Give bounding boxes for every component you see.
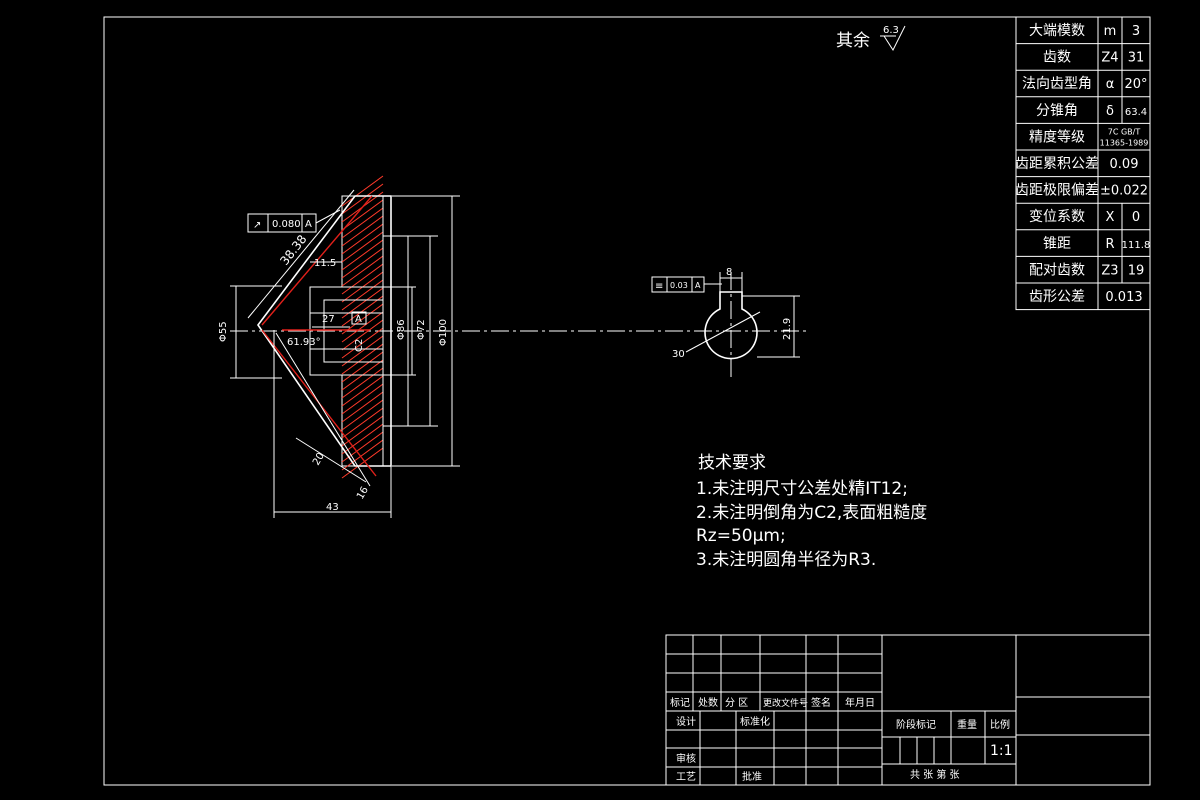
param-value: 31 bbox=[1128, 51, 1145, 66]
param-name: 齿距极限偏差 bbox=[1015, 183, 1099, 199]
scale-value: 1:1 bbox=[990, 743, 1013, 759]
param-row: 齿数 Z4 31 bbox=[1043, 43, 1145, 71]
dim-21-9: 21.9 bbox=[782, 318, 793, 340]
dim-phi100: Φ100 bbox=[438, 319, 449, 346]
param-name: 法向齿型角 bbox=[1022, 76, 1092, 92]
symmetry-icon: ≡ bbox=[655, 281, 663, 292]
param-row: 齿距极限偏差±0.022 bbox=[1015, 176, 1148, 204]
param-symbol: m bbox=[1104, 24, 1117, 39]
tb-header-sign: 签名 bbox=[811, 696, 831, 709]
dim-phi86: Φ86 bbox=[396, 319, 407, 340]
param-value: 0 bbox=[1132, 210, 1140, 225]
param-value: 20° bbox=[1124, 77, 1147, 92]
tech-req-line-2: 2.未注明倒角为C2,表面粗糙度 bbox=[696, 503, 927, 523]
dimensions-left: ↗ 0.080 A 38.38 11.5 27 Φ55 61.93° A C2 … bbox=[218, 195, 460, 518]
tb-header-mark: 标记 bbox=[670, 697, 690, 709]
dim-61-93-angle: 61.93° bbox=[287, 337, 321, 348]
param-name: 齿形公差 bbox=[1029, 289, 1085, 305]
tb-header-change-doc: 更改文件号 bbox=[763, 697, 808, 709]
param-row: 精度等级 7C GB/T 11365-1989 bbox=[1029, 123, 1148, 150]
roughness-note: 其余 6.3 bbox=[836, 25, 906, 52]
dim-30: 30 bbox=[672, 349, 685, 360]
dim-27: 27 bbox=[322, 314, 335, 325]
drawing-border bbox=[103, 16, 1151, 786]
gear-section-view bbox=[247, 175, 409, 487]
stage-mark-label: 阶段标记 bbox=[896, 718, 936, 731]
dim-8: 8 bbox=[726, 267, 732, 278]
param-value: 3 bbox=[1132, 24, 1140, 39]
roughness-symbol-icon bbox=[883, 25, 906, 52]
datum-a: A bbox=[355, 314, 362, 325]
scale-label: 比例 bbox=[990, 718, 1010, 731]
tolerance-value: 0.080 bbox=[272, 219, 301, 230]
tech-req-line-1: 1.未注明尺寸公差处精IT12; bbox=[696, 479, 908, 499]
keyway-view: ≡ 0.03 A 8 21.9 30 bbox=[651, 267, 800, 380]
param-value: 111.8 bbox=[1122, 240, 1151, 251]
param-name: 分锥角 bbox=[1036, 103, 1078, 119]
runout-icon: ↗ bbox=[253, 220, 261, 231]
dim-phi72: Φ72 bbox=[416, 319, 427, 340]
param-value: 19 bbox=[1128, 263, 1145, 278]
param-symbol: Z3 bbox=[1101, 263, 1118, 278]
title-block: 阶段标记 重量 比例 1:1 共 张 第 张 标记 处数 分 区 更改文件号 签… bbox=[665, 634, 1151, 786]
section-hatching bbox=[341, 175, 384, 479]
param-symbol: α bbox=[1106, 77, 1115, 92]
param-name: 齿距累积公差 bbox=[1015, 156, 1099, 172]
param-symbol: X bbox=[1106, 210, 1115, 225]
param-value: 0.09 bbox=[1110, 157, 1139, 172]
param-row: 变位系数 X 0 bbox=[1029, 203, 1140, 230]
param-value: 7C GB/T bbox=[1108, 127, 1141, 136]
param-value: 0.013 bbox=[1105, 290, 1142, 305]
param-name: 配对齿数 bbox=[1029, 262, 1085, 278]
param-symbol: Z4 bbox=[1101, 51, 1118, 66]
param-symbol: R bbox=[1105, 237, 1114, 252]
param-row: 锥距 R 111.8 bbox=[1043, 229, 1151, 257]
tb-header-count: 处数 bbox=[698, 696, 718, 709]
param-row: 齿形公差 0.013 bbox=[1029, 283, 1143, 310]
sheet-count: 共 张 第 张 bbox=[910, 768, 960, 781]
dim-11-5: 11.5 bbox=[314, 258, 336, 269]
tb-review: 审核 bbox=[676, 752, 696, 765]
param-row: 配对齿数 Z3 19 bbox=[1029, 256, 1144, 283]
param-name: 大端模数 bbox=[1029, 23, 1085, 39]
param-name: 齿数 bbox=[1043, 50, 1071, 66]
tech-req-title: 技术要求 bbox=[698, 453, 766, 473]
dim-16: 16 bbox=[355, 485, 371, 502]
param-name: 锥距 bbox=[1043, 236, 1071, 252]
tb-design: 设计 bbox=[676, 715, 696, 728]
param-symbol: δ bbox=[1106, 104, 1114, 119]
weight-label: 重量 bbox=[957, 718, 977, 731]
param-value-2: 11365-1989 bbox=[1100, 138, 1149, 147]
dim-phi55: Φ55 bbox=[218, 321, 229, 342]
param-name: 变位系数 bbox=[1029, 209, 1085, 225]
tb-header-date: 年月日 bbox=[845, 696, 875, 709]
param-row: 齿距累积公差 0.09 bbox=[1015, 150, 1138, 177]
tb-standardize: 标准化 bbox=[740, 715, 770, 728]
param-row: 法向齿型角 α 20° bbox=[1022, 70, 1148, 97]
dim-20-slant: 20 bbox=[311, 451, 327, 468]
tech-req-line-4: 3.未注明圆角半径为R3. bbox=[696, 550, 876, 570]
technical-requirements: 技术要求 1.未注明尺寸公差处精IT12; 2.未注明倒角为C2,表面粗糙度 R… bbox=[696, 453, 927, 570]
tb-approve: 批准 bbox=[742, 770, 762, 783]
roughness-label: 其余 bbox=[836, 31, 870, 51]
param-value: 63.4 bbox=[1125, 107, 1147, 118]
tb-process: 工艺 bbox=[676, 771, 696, 783]
symmetry-value: 0.03 bbox=[670, 281, 688, 290]
roughness-value: 6.3 bbox=[883, 25, 899, 36]
param-value: ±0.022 bbox=[1100, 184, 1148, 199]
symmetry-datum: A bbox=[695, 281, 701, 290]
tolerance-datum: A bbox=[305, 219, 312, 230]
dim-43: 43 bbox=[326, 502, 339, 513]
tb-header-zone: 分 区 bbox=[725, 697, 748, 709]
param-name: 精度等级 bbox=[1029, 128, 1085, 145]
dim-c2: C2 bbox=[354, 339, 365, 352]
tech-req-line-3: Rz=50μm; bbox=[696, 526, 786, 546]
param-row: 分锥角 δ 63.4 bbox=[1036, 96, 1147, 124]
